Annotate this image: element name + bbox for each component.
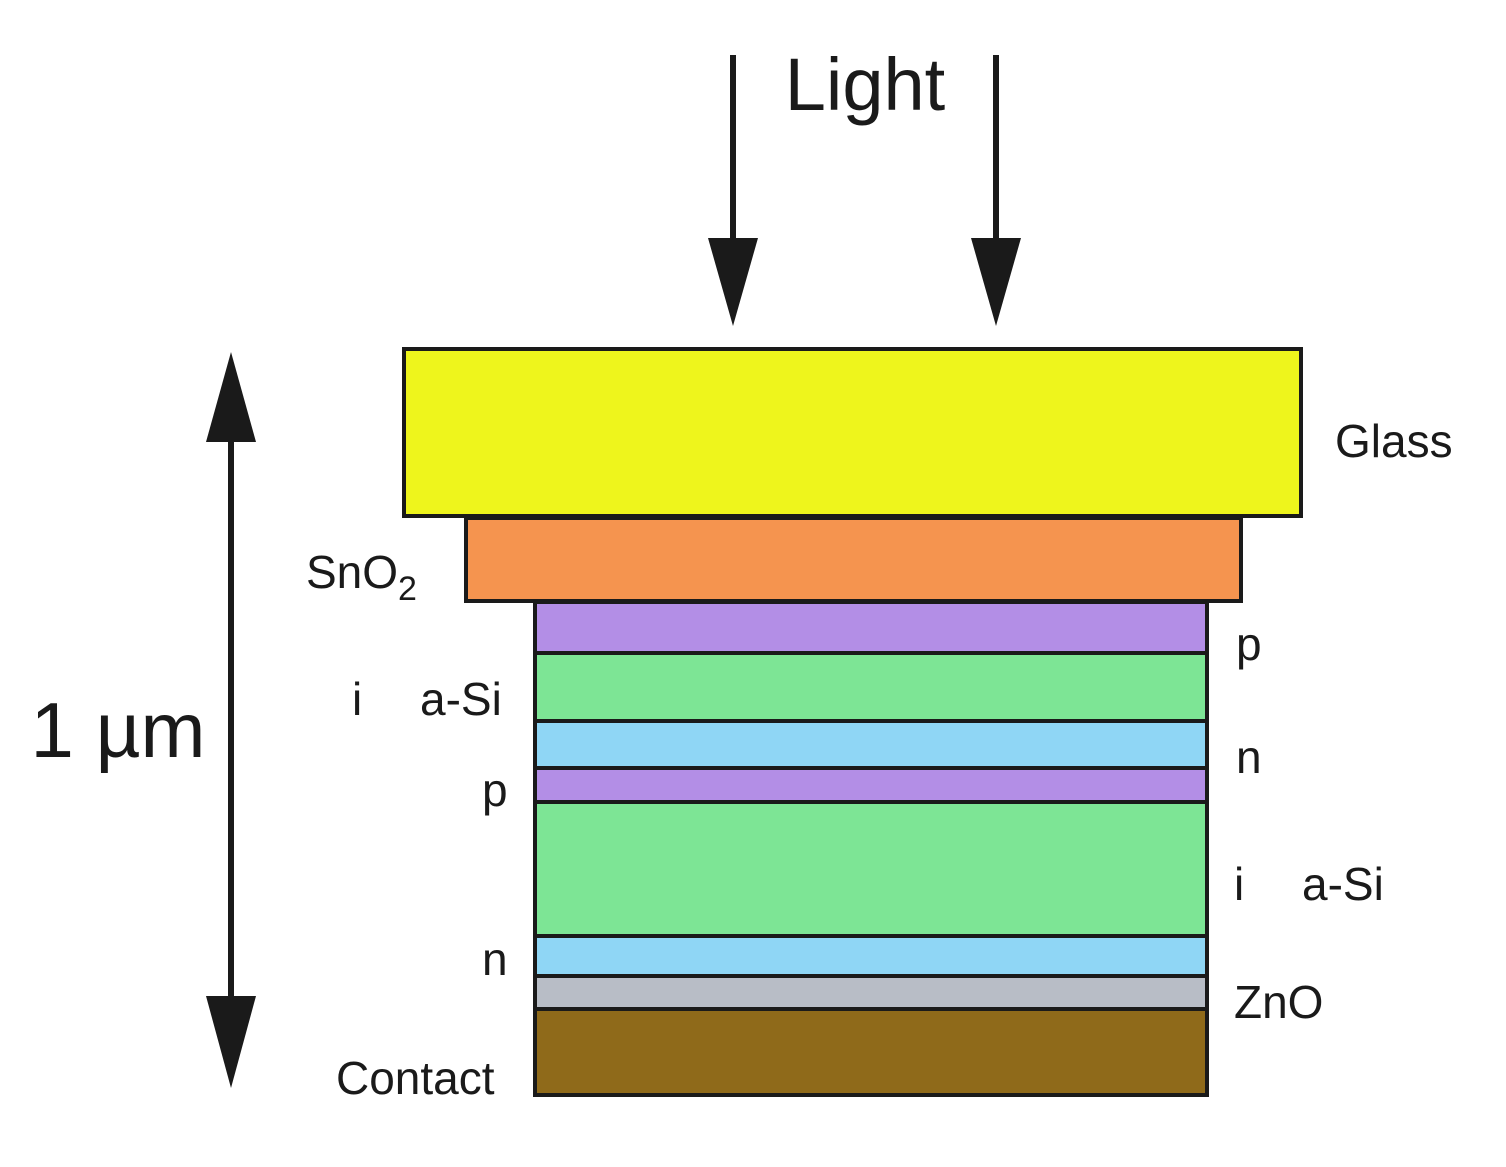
light-arrow-left-head: [708, 238, 758, 326]
i-bottom-label-i: i: [1234, 858, 1244, 910]
layer-labels: Glass SnO2 p i a-Si n p i a-Si n ZnO Con…: [306, 415, 1453, 1104]
contact-layer: [533, 1007, 1209, 1097]
sno2-label-sub: 2: [398, 570, 417, 608]
sno2-label: SnO2: [306, 546, 417, 608]
light-arrow-right-head: [971, 238, 1021, 326]
thickness-arrow-head-bottom: [206, 996, 256, 1088]
n-bottom-label: n: [482, 933, 508, 985]
p-bottom-label: p: [482, 764, 508, 816]
layer-stack: [402, 347, 1303, 1097]
p-layer-top: [533, 600, 1209, 655]
contact-label: Contact: [336, 1052, 495, 1104]
i-layer-bottom: [533, 800, 1209, 938]
thickness-arrow-head-top: [206, 352, 256, 442]
n-top-label: n: [1236, 731, 1262, 783]
thickness-arrow: [206, 352, 256, 1088]
p-top-label: p: [1236, 618, 1262, 670]
sno2-layer: [464, 516, 1243, 603]
i-top-label-material: a-Si: [420, 673, 502, 725]
zno-layer: [533, 974, 1209, 1011]
n-layer-top: [533, 719, 1209, 770]
i-bottom-label-material: a-Si: [1302, 858, 1384, 910]
sno2-label-main: SnO: [306, 546, 398, 598]
light-arrows: [708, 55, 1021, 326]
i-top-label-i: i: [352, 673, 362, 725]
glass-label: Glass: [1335, 415, 1453, 467]
glass-layer: [402, 347, 1303, 518]
n-layer-bottom: [533, 934, 1209, 978]
zno-label: ZnO: [1234, 976, 1323, 1028]
thickness-label: 1 µm: [31, 686, 206, 774]
p-layer-bottom: [533, 766, 1209, 804]
i-layer-top: [533, 651, 1209, 723]
light-label: Light: [785, 43, 946, 126]
